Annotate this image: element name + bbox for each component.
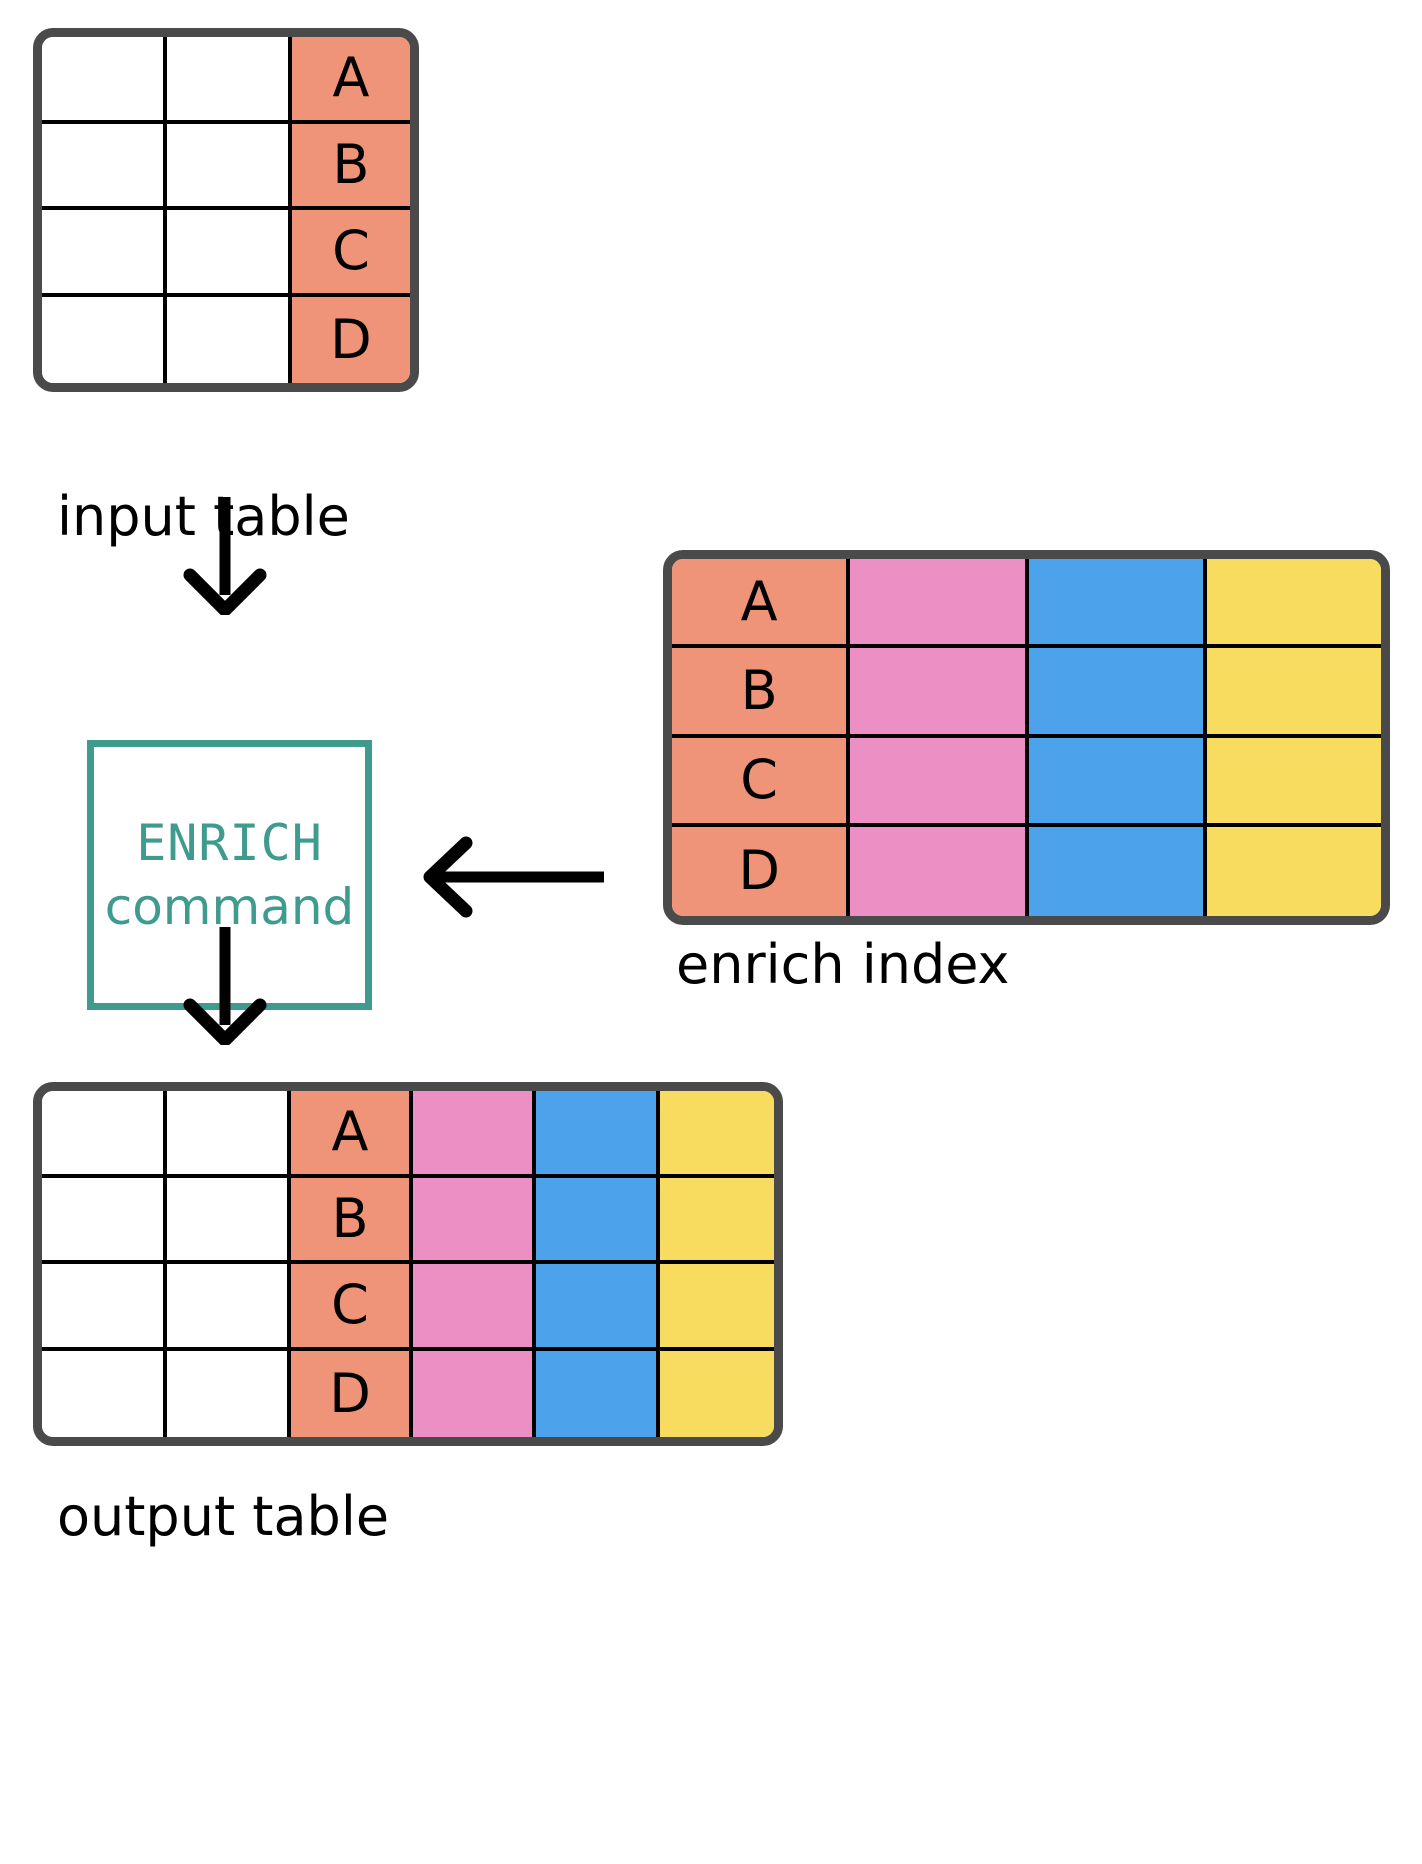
table-row: D	[42, 296, 410, 383]
table-cell-col-1-r2	[42, 123, 167, 210]
table-row: A	[672, 559, 1381, 649]
table-cell-enrich-col-1-r2	[412, 1177, 537, 1264]
table-row: C	[42, 210, 410, 297]
table-cell-col-2-r4	[166, 296, 292, 383]
table-cell-enrich-col-2-r1	[1028, 559, 1207, 649]
enrich-command-line1: ENRICH	[136, 814, 323, 872]
table-cell-enrich-col-2-r4	[536, 1350, 661, 1437]
table-cell-enrich-col-1-r1	[850, 559, 1029, 649]
table-cell-key-col-r1: A	[291, 37, 410, 124]
table-cell-enrich-col-2-r2	[1028, 648, 1207, 738]
table-cell-enrich-col-1-r3	[412, 1264, 537, 1351]
input-table-caption: input table	[57, 485, 350, 548]
table-cell-enrich-col-2-r3	[536, 1264, 661, 1351]
table-cell-enrich-col-2-r1	[536, 1091, 661, 1178]
enrich-command-box[interactable]: ENRICH command	[87, 740, 372, 1010]
table-cell-enrich-col-3-r4	[660, 1350, 774, 1437]
table-cell-col-2-r1	[166, 1091, 292, 1178]
table-row: B	[672, 648, 1381, 738]
table-row: A	[42, 1091, 774, 1178]
table-cell-col-2-r3	[166, 1264, 292, 1351]
table-cell-col-2-r4	[166, 1350, 292, 1437]
table-cell-key-col-r4: D	[672, 826, 851, 916]
table-row: A	[42, 37, 410, 124]
table-cell-enrich-col-3-r2	[1206, 648, 1381, 738]
arrow-command-to-output	[183, 927, 267, 1045]
table-cell-col-2-r2	[166, 123, 292, 210]
table-row: D	[42, 1350, 774, 1437]
table-row: B	[42, 1177, 774, 1264]
table-cell-col-1-r2	[42, 1177, 167, 1264]
table-cell-key-col-r3: C	[291, 210, 410, 297]
table-cell-key-col-r1: A	[672, 559, 851, 649]
enrich-index-caption: enrich index	[676, 933, 1010, 996]
table-cell-enrich-col-1-r4	[412, 1350, 537, 1437]
table-cell-col-2-r3	[166, 210, 292, 297]
table-cell-col-1-r3	[42, 210, 167, 297]
table-cell-key-col-r2: B	[291, 123, 410, 210]
table-cell-enrich-col-1-r1	[412, 1091, 537, 1178]
table-cell-col-1-r3	[42, 1264, 167, 1351]
output-table-caption: output table	[57, 1485, 390, 1548]
table-cell-enrich-col-1-r3	[850, 737, 1029, 827]
table-cell-key-col-r4: D	[291, 1350, 413, 1437]
table-cell-key-col-r2: B	[672, 648, 851, 738]
table-cell-enrich-col-3-r3	[660, 1264, 774, 1351]
table-cell-key-col-r4: D	[291, 296, 410, 383]
table-cell-key-col-r3: C	[291, 1264, 413, 1351]
table-row: C	[42, 1264, 774, 1351]
table-cell-enrich-col-2-r4	[1028, 826, 1207, 916]
enrich-command-line2: command	[104, 878, 355, 936]
table-cell-col-2-r1	[166, 37, 292, 124]
table-cell-enrich-col-3-r4	[1206, 826, 1381, 916]
table-cell-enrich-col-3-r2	[660, 1177, 774, 1264]
table-cell-key-col-r3: C	[672, 737, 851, 827]
table-cell-col-2-r2	[166, 1177, 292, 1264]
table-cell-enrich-col-3-r3	[1206, 737, 1381, 827]
table-cell-enrich-col-1-r2	[850, 648, 1029, 738]
arrow-index-to-command	[423, 836, 604, 918]
table-row: D	[672, 826, 1381, 916]
table-cell-col-1-r4	[42, 1350, 167, 1437]
arrow-input-to-command	[183, 497, 267, 615]
table-cell-col-1-r1	[42, 37, 167, 124]
table-cell-enrich-col-3-r1	[1206, 559, 1381, 649]
table-cell-enrich-col-3-r1	[660, 1091, 774, 1178]
table-cell-col-1-r4	[42, 296, 167, 383]
table-cell-key-col-r2: B	[291, 1177, 413, 1264]
table-cell-enrich-col-1-r4	[850, 826, 1029, 916]
table-cell-enrich-col-2-r3	[1028, 737, 1207, 827]
table-row: C	[672, 737, 1381, 827]
table-cell-col-1-r1	[42, 1091, 167, 1178]
table-cell-key-col-r1: A	[291, 1091, 413, 1178]
table-row: B	[42, 123, 410, 210]
table-cell-enrich-col-2-r2	[536, 1177, 661, 1264]
